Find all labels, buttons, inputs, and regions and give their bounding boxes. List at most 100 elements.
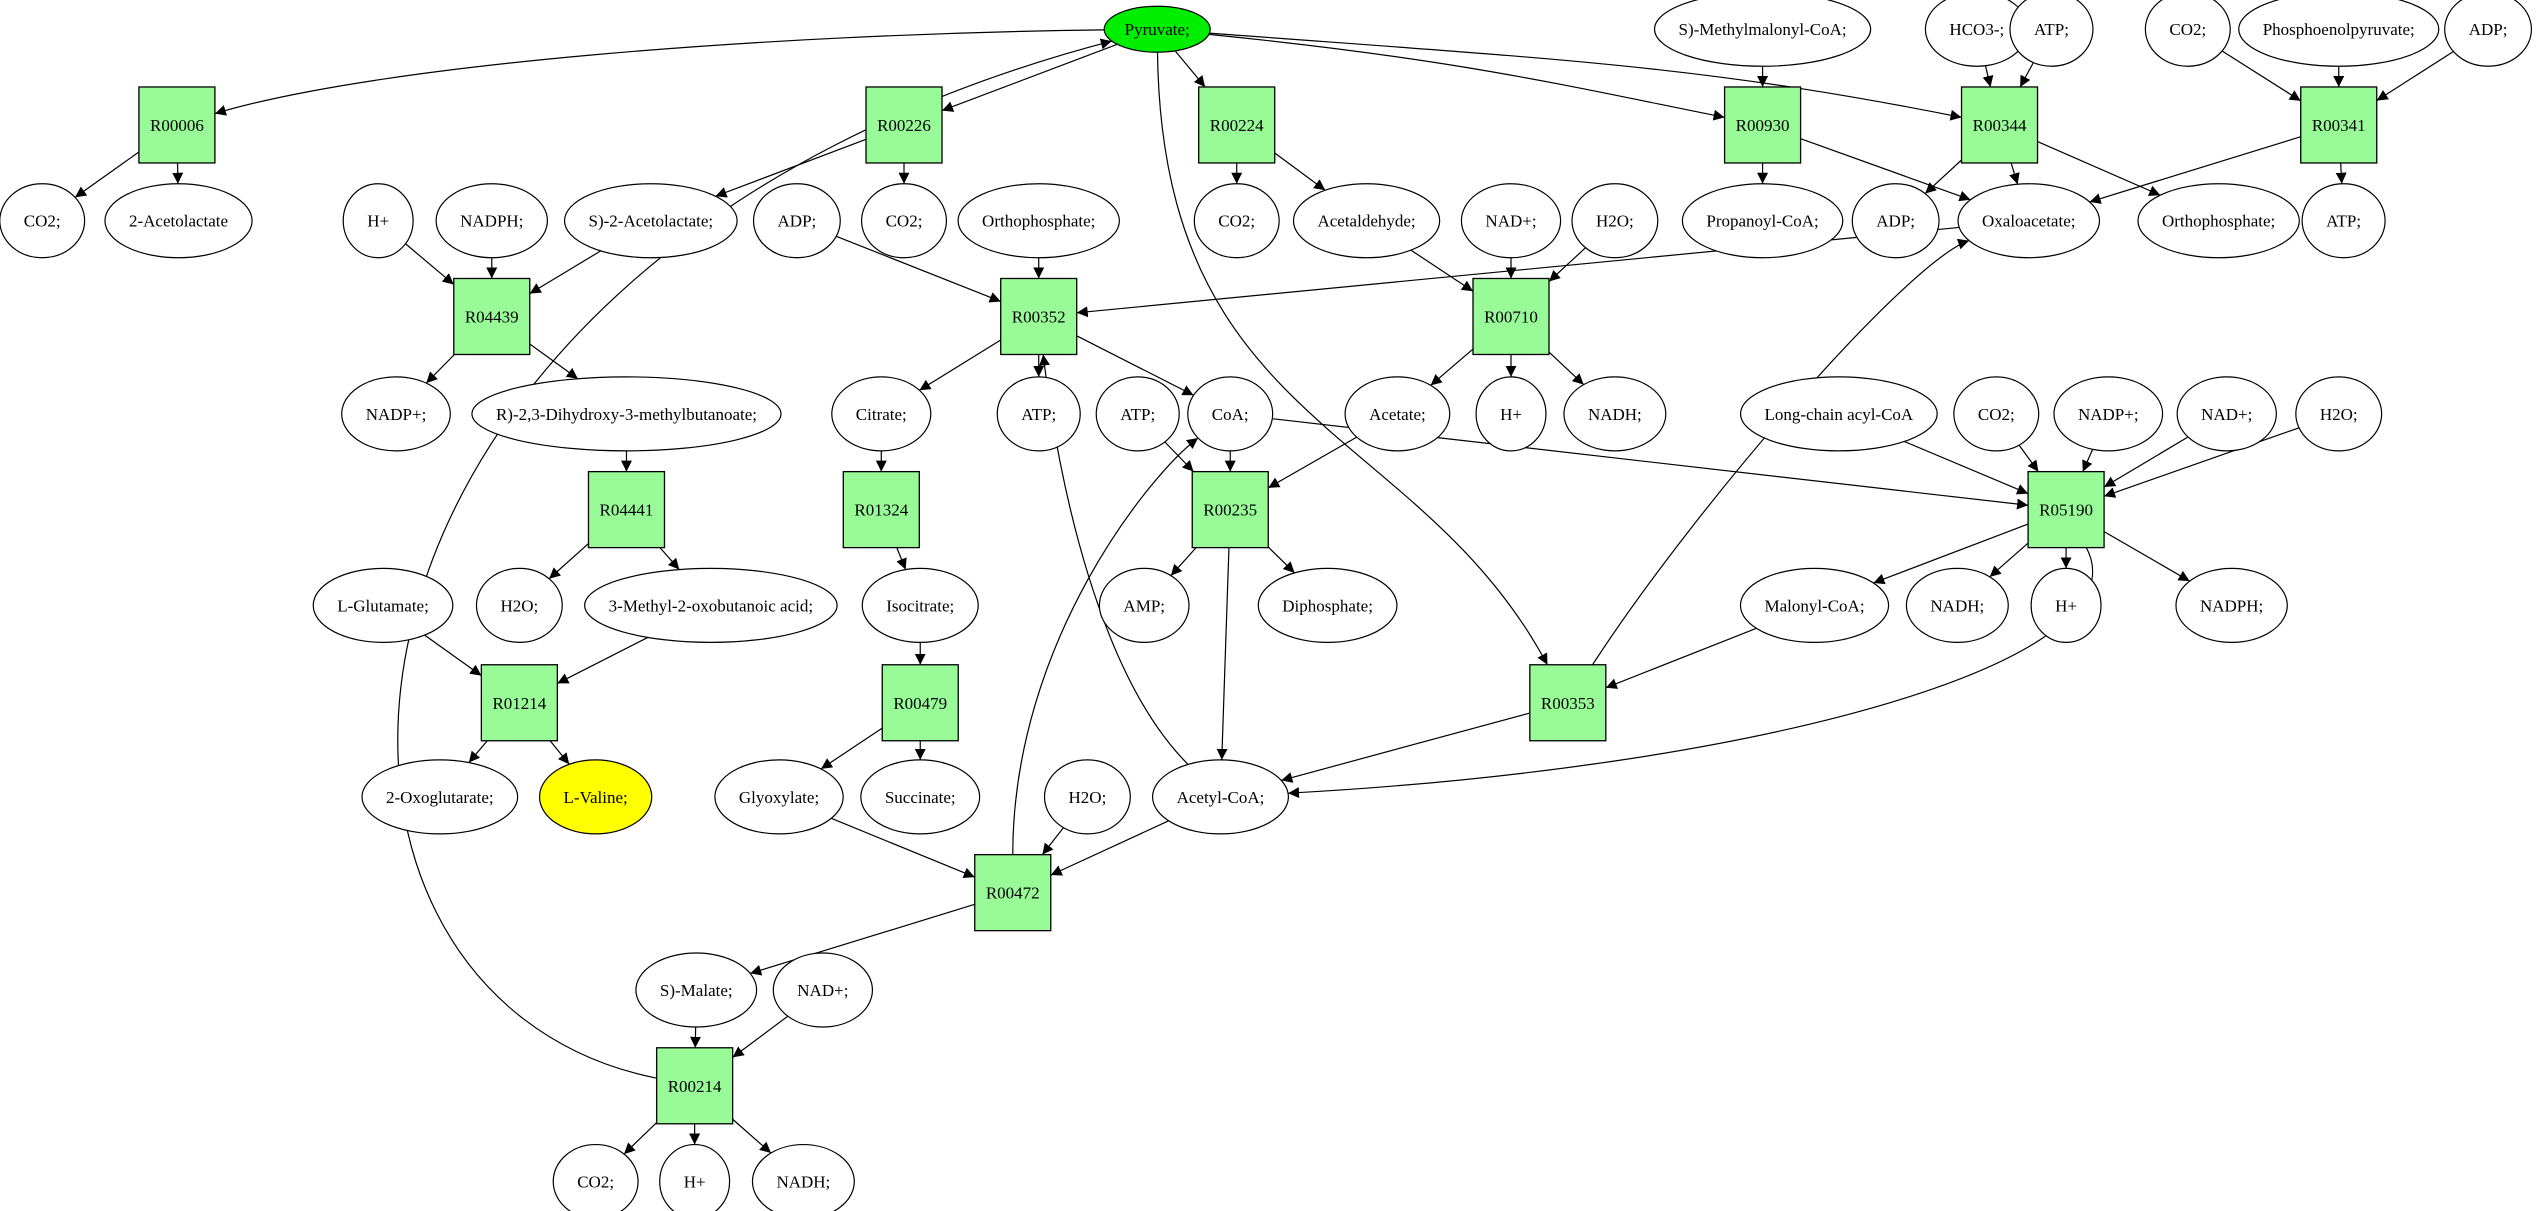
compound-node-mal[interactable]: S)-Malate; (635, 952, 758, 1028)
compound-node-atp_b[interactable]: ATP; (2301, 183, 2386, 259)
edge-R00214-to-co2_f (623, 1122, 658, 1155)
compound-node-accoa[interactable]: Acetyl-CoA; (1151, 759, 1290, 835)
compound-label: Isocitrate; (886, 596, 954, 615)
compound-node-hp_b[interactable]: H+ (1475, 376, 1547, 452)
edge-h2o_b-to-R05190 (2103, 427, 2300, 498)
reaction-label: R00226 (877, 116, 931, 135)
reaction-node-R00710[interactable]: R00710 (1472, 277, 1550, 356)
compound-label: H2O; (2320, 405, 2358, 424)
compound-node-atp_c[interactable]: ATP; (996, 376, 1081, 452)
compound-node-co2_a[interactable]: CO2; (2144, 0, 2231, 67)
compound-node-co2_f[interactable]: CO2; (552, 1143, 639, 1211)
edge-R00214-to-nadh_c (732, 1118, 772, 1154)
reaction-node-R00226[interactable]: R00226 (865, 86, 943, 164)
compound-node-amp[interactable]: AMP; (1098, 567, 1190, 643)
compound-ellipse (751, 1143, 855, 1211)
compound-node-dhmb[interactable]: R)-2,3-Dihydroxy-3-methylbutanoate; (471, 376, 782, 452)
compound-node-acald[interactable]: Acetaldehyde; (1292, 183, 1441, 259)
compound-node-nadh_a[interactable]: NADH; (1563, 376, 1667, 452)
compound-node-atp_a[interactable]: ATP; (2009, 0, 2094, 67)
compound-node-nadh_b[interactable]: NADH; (1905, 567, 2009, 643)
compound-ellipse (1187, 376, 1274, 452)
reaction-node-R01214[interactable]: R01214 (480, 664, 559, 742)
compound-node-coa[interactable]: CoA; (1187, 376, 1274, 452)
reaction-node-R00006[interactable]: R00006 (138, 86, 216, 164)
reaction-node-R00472[interactable]: R00472 (974, 854, 1052, 932)
compound-node-co2_b[interactable]: CO2; (0, 183, 86, 259)
compound-node-nad_c[interactable]: NAD+; (772, 952, 874, 1028)
compound-node-nadph_b[interactable]: NADPH; (2175, 567, 2288, 643)
compound-node-adp_b[interactable]: ADP; (752, 183, 841, 259)
reaction-box (1198, 86, 1276, 164)
reaction-node-R00930[interactable]: R00930 (1723, 86, 1802, 164)
compound-node-adp_a[interactable]: ADP; (2444, 0, 2533, 67)
compound-ellipse (104, 183, 253, 259)
reaction-node-R00353[interactable]: R00353 (1529, 664, 1607, 742)
compound-node-hp_a[interactable]: H+ (342, 183, 414, 259)
reaction-box (1723, 86, 1802, 164)
reaction-node-R00214[interactable]: R00214 (655, 1047, 734, 1125)
compound-node-nadp_a[interactable]: NAD+; (1460, 183, 1562, 259)
reaction-node-R05190[interactable]: R05190 (2027, 470, 2105, 549)
reaction-node-R00341[interactable]: R00341 (2300, 86, 2378, 164)
compound-node-val[interactable]: L-Valine; (538, 759, 653, 835)
reaction-node-R04441[interactable]: R04441 (587, 470, 666, 549)
compound-ellipse (1851, 183, 1940, 259)
compound-node-hp_c[interactable]: H+ (2030, 567, 2102, 643)
compound-node-lglu[interactable]: L-Glutamate; (312, 567, 454, 643)
compound-node-lcacoa[interactable]: Long-chain acyl-CoA (1739, 376, 1938, 452)
compound-label: NADH; (776, 1173, 830, 1192)
compound-node-h2o_a[interactable]: H2O; (1571, 183, 1659, 259)
compound-node-oaa[interactable]: Oxaloacetate; (1957, 183, 2101, 259)
compound-node-pep[interactable]: Phosphoenolpyruvate; (2238, 0, 2440, 67)
compound-label: H+ (1500, 405, 1522, 424)
compound-node-nadph_a[interactable]: NADPH; (435, 183, 549, 259)
compound-node-nad_b[interactable]: NAD+; (2176, 376, 2277, 452)
compound-node-sacl[interactable]: S)-2-Acetolactate; (563, 183, 738, 259)
compound-node-atp_d[interactable]: ATP; (1095, 376, 1180, 452)
compound-node-nadpp[interactable]: NADP+; (341, 376, 451, 452)
compound-node-acet[interactable]: Acetate; (1344, 376, 1451, 452)
reaction-node-R00352[interactable]: R00352 (1000, 277, 1078, 356)
reaction-node-R04439[interactable]: R04439 (453, 277, 531, 356)
compound-label: Diphosphate; (1282, 596, 1373, 615)
compound-node-nadpp_b[interactable]: NADP+; (2053, 376, 2164, 452)
compound-node-nadh_c[interactable]: NADH; (751, 1143, 855, 1211)
compound-node-acl[interactable]: 2-Acetolactate (104, 183, 253, 259)
compound-node-h2o_d[interactable]: H2O; (1043, 759, 1131, 835)
compound-node-co2_e[interactable]: CO2; (1953, 376, 2040, 452)
reaction-node-R00479[interactable]: R00479 (881, 664, 959, 742)
compound-node-hp_d[interactable]: H+ (659, 1143, 731, 1211)
edge-R00235-to-accoa (1216, 547, 1230, 760)
compound-label: ATP; (1021, 405, 1056, 424)
compound-node-cit[interactable]: Citrate; (831, 376, 932, 452)
compound-node-pi_a[interactable]: Orthophosphate; (957, 183, 1120, 259)
compound-node-h2o_b[interactable]: H2O; (2295, 376, 2383, 452)
edge-R01214-to-oxg (468, 740, 488, 763)
reaction-box (881, 664, 959, 742)
compound-node-h2o_c[interactable]: H2O; (475, 567, 563, 643)
reaction-node-R00224[interactable]: R00224 (1198, 86, 1276, 164)
compound-node-pyr[interactable]: Pyruvate; (1103, 5, 1211, 53)
compound-node-co2_c[interactable]: CO2; (860, 183, 948, 259)
compound-node-icit[interactable]: Isocitrate; (861, 567, 979, 643)
compound-node-propcoa[interactable]: Propanoyl-CoA; (1681, 183, 1844, 259)
compound-node-pi_b[interactable]: Orthophosphate; (2137, 183, 2300, 259)
compound-node-mob[interactable]: 3-Methyl-2-oxobutanoic acid; (584, 567, 838, 643)
compound-node-malcoa[interactable]: Malonyl-CoA; (1739, 567, 1890, 643)
compound-node-oxg[interactable]: 2-Oxoglutarate; (361, 759, 519, 835)
compound-node-mmcoa[interactable]: S)-Methylmalonyl-CoA; (1653, 0, 1872, 67)
compound-node-ppi[interactable]: Diphosphate; (1257, 567, 1398, 643)
edge-R00930-to-oaa (1800, 138, 1971, 202)
reaction-node-R00344[interactable]: R00344 (1960, 86, 2039, 164)
reaction-box (453, 277, 531, 356)
compound-node-hco3[interactable]: HCO3-; (1924, 0, 2029, 67)
compound-node-succ[interactable]: Succinate; (860, 759, 981, 835)
compound-node-co2_d[interactable]: CO2; (1193, 183, 1280, 259)
compound-node-adp_c[interactable]: ADP; (1851, 183, 1940, 259)
reaction-node-R00235[interactable]: R00235 (1191, 470, 1269, 549)
compound-ellipse (1460, 183, 1562, 259)
reaction-node-R01324[interactable]: R01324 (842, 470, 920, 549)
compound-node-glx[interactable]: Glyoxylate; (714, 759, 844, 835)
